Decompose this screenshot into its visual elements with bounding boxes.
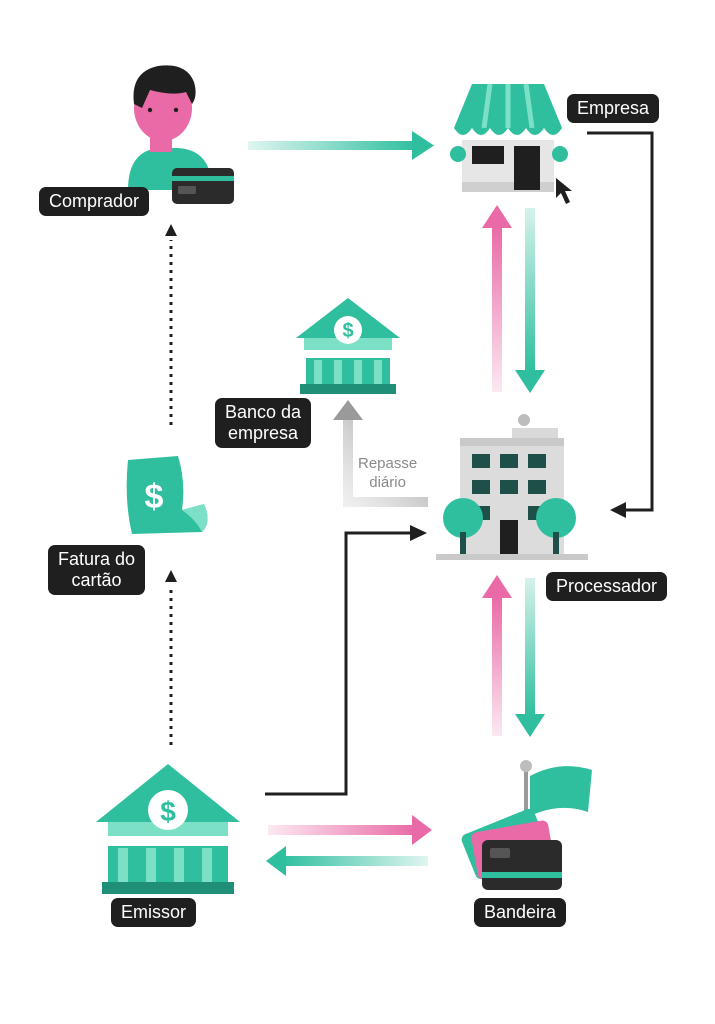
label-emissor: Emissor	[111, 898, 197, 927]
arrow-empresa-to-processador	[515, 208, 545, 393]
label-fatura-do-cartao: Fatura do cartão	[48, 545, 146, 595]
office-building-icon	[436, 414, 588, 560]
arrow-comprador-to-empresa	[248, 131, 434, 160]
arrow-processador-to-empresa	[482, 205, 512, 392]
line-empresa-to-processador	[587, 131, 654, 518]
arrow-processador-to-banco	[333, 400, 428, 507]
dotted-emissor-to-fatura	[165, 570, 177, 745]
cards-flag-icon	[461, 760, 592, 890]
label-comprador: Comprador	[39, 187, 150, 216]
person-with-card-icon	[128, 65, 234, 204]
bank-icon-emissor: $	[96, 764, 240, 894]
label-processador: Processador	[546, 572, 668, 601]
svg-text:$: $	[160, 796, 176, 827]
arrow-bandeira-to-processador	[482, 575, 512, 736]
label-bandeira: Bandeira	[474, 898, 567, 927]
dotted-fatura-to-comprador	[165, 224, 177, 425]
invoice-icon: $	[126, 456, 208, 534]
line-emissor-to-processador	[265, 525, 427, 796]
arrow-bandeira-to-emissor	[266, 846, 428, 876]
arrow-processador-to-bandeira	[515, 578, 545, 737]
arrow-emissor-to-bandeira	[268, 815, 432, 845]
note-repasse-diario: Repasse diário	[358, 455, 418, 491]
bank-icon-empresa: $	[296, 298, 400, 394]
label-empresa: Empresa	[567, 94, 660, 123]
svg-text:$: $	[342, 320, 353, 342]
label-banco-da-empresa: Banco da empresa	[215, 398, 312, 448]
svg-text:$: $	[145, 478, 164, 516]
storefront-icon	[450, 83, 572, 204]
